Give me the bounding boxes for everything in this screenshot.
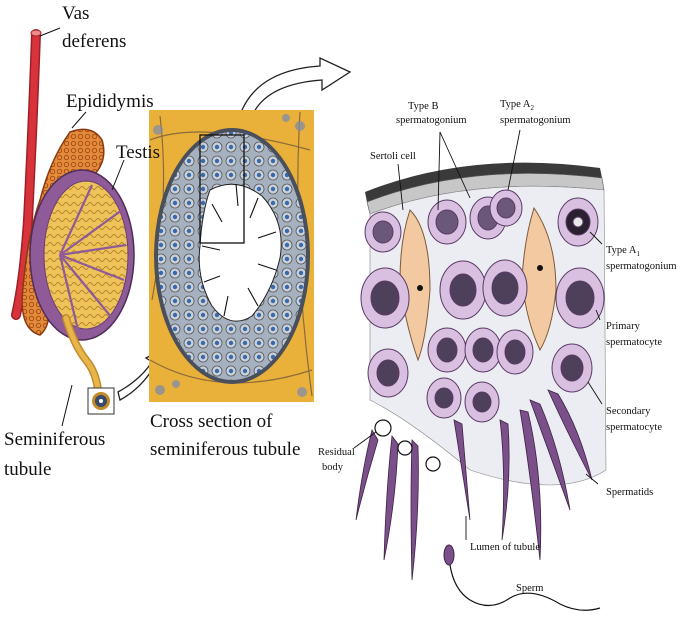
label-vas-deferens-line2: deferens	[62, 32, 126, 51]
label-secondary-line1: Secondary	[606, 407, 650, 418]
label-type-b-line1: Type B	[408, 102, 438, 113]
label-lumen-of-tubule: Lumen of tubule	[470, 543, 540, 554]
label-spermatids: Spermatids	[606, 488, 653, 499]
label-testis: Testis	[116, 143, 160, 162]
label-sperm: Sperm	[516, 584, 543, 595]
label-cross-section-line1: Cross section of	[150, 412, 272, 431]
label-residual-line2: body	[322, 463, 343, 474]
label-seminiferous-tubule-line1: Seminiferous	[4, 430, 105, 449]
testis-illustration	[16, 28, 134, 426]
sperm-shape	[444, 545, 600, 610]
label-seminiferous-tubule-line2: tubule	[4, 460, 52, 479]
label-type-a2-line1: Type A2	[500, 100, 534, 112]
label-primary-line2: spermatocyte	[606, 338, 662, 349]
label-type-a2-line2: spermatogonium	[500, 116, 571, 127]
label-primary-line1: Primary	[606, 322, 640, 333]
arrow-to-detail	[242, 58, 350, 116]
cross-section-illustration	[149, 110, 314, 402]
label-epididymis: Epididymis	[66, 92, 154, 111]
label-secondary-line2: spermatocyte	[606, 423, 662, 434]
label-cross-section-line2: seminiferous tubule	[150, 440, 300, 459]
label-sertoli-cell: Sertoli cell	[370, 152, 416, 163]
label-residual-line1: Residual	[318, 448, 355, 459]
label-type-a1-line1: Type A1	[606, 246, 640, 258]
label-type-a1-line2: spermatogonium	[606, 262, 677, 273]
epithelium-illustration	[354, 130, 606, 610]
label-vas-deferens-line1: Vas	[62, 4, 89, 23]
label-type-b-line2: spermatogonium	[396, 116, 467, 127]
